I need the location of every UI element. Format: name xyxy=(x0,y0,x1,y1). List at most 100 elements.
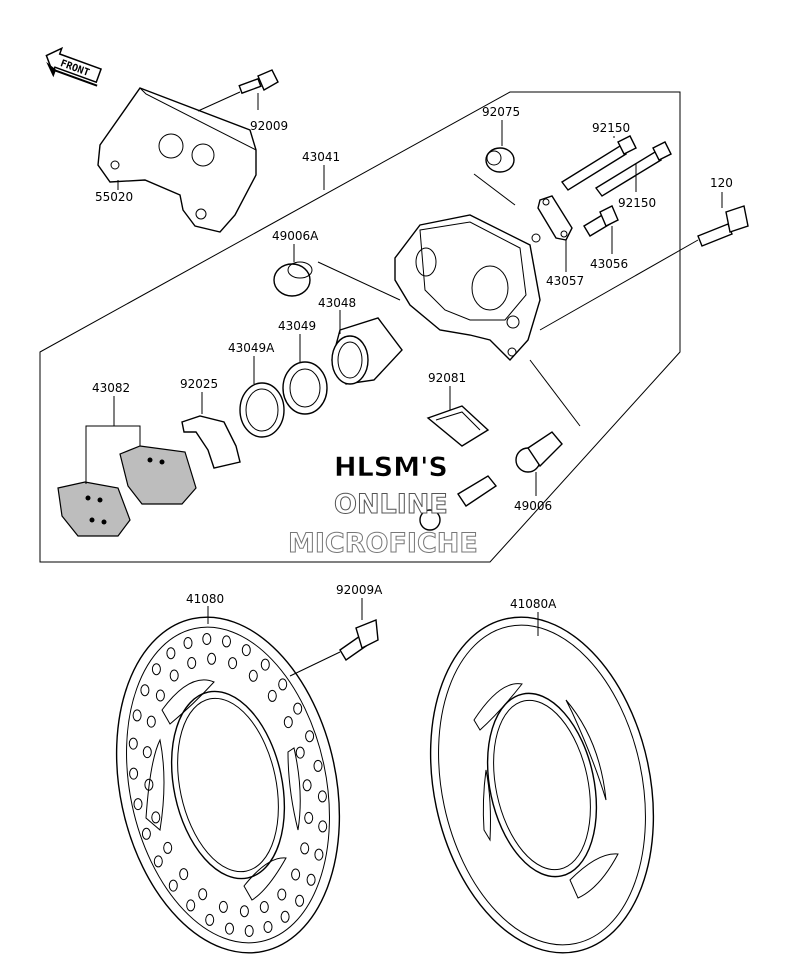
bolt-92009a xyxy=(289,619,379,677)
disc-drill-hole xyxy=(168,879,178,892)
brake-pads-43082 xyxy=(57,425,197,537)
label-41080a: 41080A xyxy=(510,597,557,611)
caliper-bracket xyxy=(97,87,257,233)
disc-drill-hole xyxy=(304,811,314,824)
disc-drill-hole xyxy=(300,842,310,855)
piston-43048 xyxy=(331,317,403,385)
shim-92081 xyxy=(426,405,490,447)
disc-drill-hole xyxy=(222,635,231,648)
disc-drill-hole xyxy=(186,899,196,912)
label-55020: 55020 xyxy=(95,190,133,204)
watermark-line1: HLSM'S xyxy=(334,452,448,483)
disc-drill-hole xyxy=(295,894,305,907)
disc-drill-hole xyxy=(313,759,323,772)
disc-drill-hole xyxy=(128,737,138,750)
label-92150-lower: 92150 xyxy=(618,196,656,210)
watermark: HLSM'S ONLINE MICROFICHE xyxy=(288,452,479,560)
disc-drill-hole xyxy=(305,730,315,743)
label-43057: 43057 xyxy=(546,274,584,288)
disc-drill-hole xyxy=(218,900,228,913)
pin-92150-lower xyxy=(594,141,672,197)
bleeder-43056 xyxy=(583,205,619,237)
disc-drill-hole xyxy=(267,689,277,702)
disc-drill-hole xyxy=(141,827,151,840)
disc-drill-hole xyxy=(166,647,176,660)
bolt-92009 xyxy=(197,69,279,112)
label-43056: 43056 xyxy=(590,257,628,271)
sleeve-49006 xyxy=(515,359,581,473)
label-92150-upper: 92150 xyxy=(592,121,630,135)
disc-drill-hole xyxy=(207,652,217,665)
disc-drill-hole xyxy=(205,913,215,926)
disc-drill-hole xyxy=(129,767,139,780)
label-92025: 92025 xyxy=(180,377,218,391)
disc-drill-hole xyxy=(280,910,290,923)
sleeve-49006a xyxy=(273,261,401,301)
disc-drill-hole xyxy=(317,790,327,803)
disc-drill-hole xyxy=(169,669,179,682)
disc-drill-hole xyxy=(198,888,208,901)
disc-drill-hole xyxy=(151,811,161,824)
label-49006a: 49006A xyxy=(272,229,319,243)
disc-drill-hole xyxy=(132,709,142,722)
disc-drill-hole xyxy=(277,888,287,901)
disc-drill-hole xyxy=(163,841,173,854)
pin-92150-upper xyxy=(560,135,637,191)
disc-drill-hole xyxy=(241,644,251,657)
boot-92075 xyxy=(473,147,516,206)
label-43049a: 43049A xyxy=(228,341,275,355)
disc-drill-hole xyxy=(225,922,234,935)
disc-drill-hole xyxy=(140,684,150,697)
brake-disc-41080a xyxy=(429,616,655,954)
label-43041: 43041 xyxy=(302,150,340,164)
disc-drill-hole xyxy=(155,689,165,702)
disc-drill-hole xyxy=(179,868,189,881)
label-49006: 49006 xyxy=(514,499,552,513)
disc-drill-hole xyxy=(278,678,288,691)
label-92009a: 92009A xyxy=(336,583,383,597)
assembly-box xyxy=(39,91,681,563)
disc-drill-hole xyxy=(293,702,303,715)
disc-drill-hole xyxy=(306,873,316,886)
leader-lines xyxy=(113,93,723,636)
spring-92025 xyxy=(181,415,241,469)
disc-drill-hole xyxy=(263,921,273,933)
disc-drill-hole xyxy=(187,657,197,669)
disc-drill-hole xyxy=(283,716,293,729)
label-120: 120 xyxy=(710,176,733,190)
disc-drill-hole xyxy=(314,848,324,861)
watermark-line3: MICROFICHE xyxy=(288,528,478,559)
disc-drill-hole xyxy=(259,901,269,913)
disc-drill-hole xyxy=(260,658,270,671)
bolt-120 xyxy=(539,205,749,331)
disc-drill-hole xyxy=(228,657,238,670)
caliper-body xyxy=(394,214,541,362)
disc-drill-hole xyxy=(133,798,143,811)
disc-drill-hole xyxy=(183,637,193,649)
label-92009: 92009 xyxy=(250,119,288,133)
seal-43049 xyxy=(282,361,328,415)
disc-drill-hole xyxy=(153,855,163,868)
disc-drill-hole xyxy=(142,746,152,759)
brake-disc-41080 xyxy=(115,616,341,954)
label-92075: 92075 xyxy=(482,105,520,119)
label-43049: 43049 xyxy=(278,319,316,333)
label-41080: 41080 xyxy=(186,592,224,606)
watermark-line2: ONLINE xyxy=(334,489,448,520)
label-92081: 92081 xyxy=(428,371,466,385)
disc-drill-hole xyxy=(291,868,301,881)
seal-43049a xyxy=(239,382,285,438)
disc-drill-hole xyxy=(146,715,156,728)
disc-drill-hole xyxy=(318,820,328,833)
disc-drill-hole xyxy=(244,925,254,937)
disc-drill-hole xyxy=(302,779,312,792)
disc-drill-hole xyxy=(151,663,161,676)
disc-drill-hole xyxy=(239,905,249,918)
disc-drill-hole xyxy=(202,633,212,645)
disc-drill-hole xyxy=(248,669,258,682)
pin-49006-lower xyxy=(419,475,498,531)
label-43048: 43048 xyxy=(318,296,356,310)
label-43082: 43082 xyxy=(92,381,130,395)
front-arrow-icon: FRONT xyxy=(45,46,103,87)
